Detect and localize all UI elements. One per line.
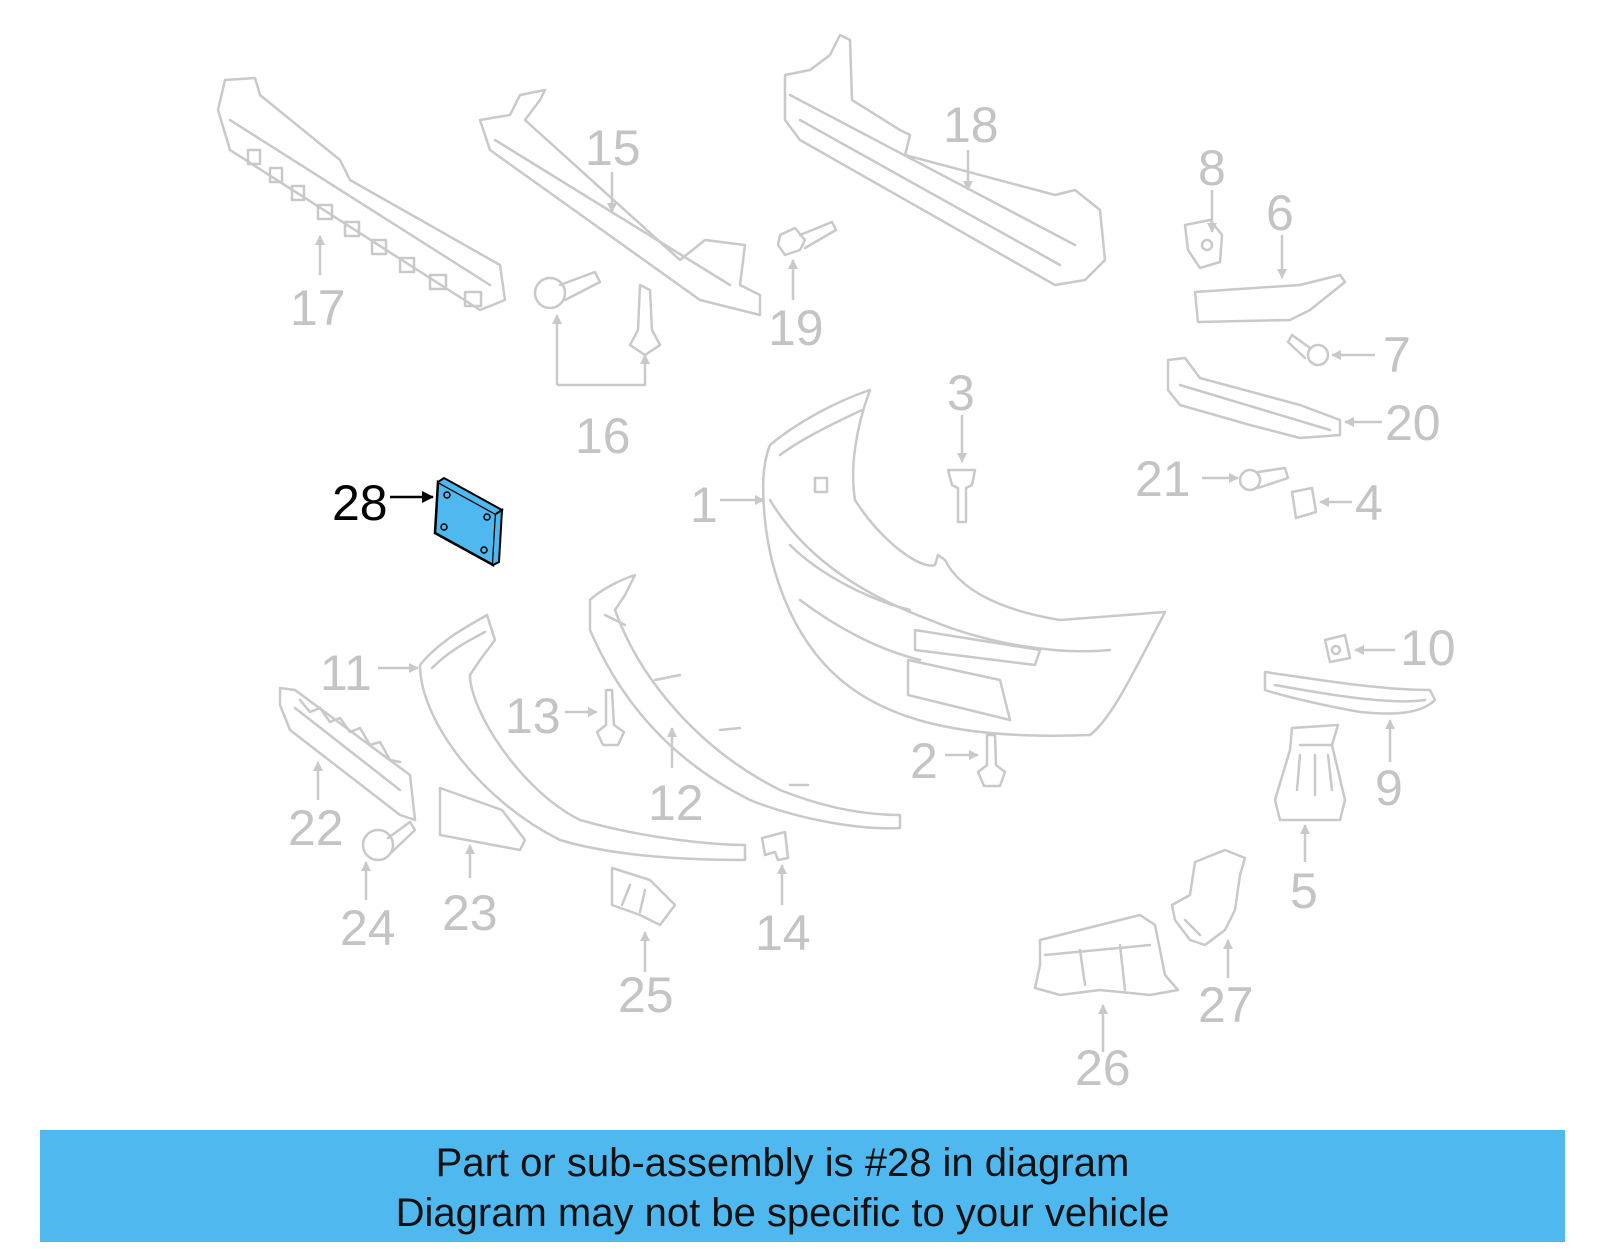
part-12-lower-molding — [588, 573, 902, 830]
caption-line-2: Diagram may not be specific to your vehi… — [395, 1191, 1170, 1235]
callout-18: 18 — [943, 97, 999, 153]
part-14-clip — [760, 830, 790, 862]
part-17-energy-absorber — [216, 76, 507, 312]
part-26-housing — [1033, 913, 1180, 997]
callout-3: 3 — [947, 365, 975, 421]
part-7-screw — [1286, 333, 1330, 367]
callout-5: 5 — [1290, 863, 1318, 919]
part-21-screw — [1238, 466, 1290, 492]
callout-19: 19 — [768, 300, 824, 356]
callout-21: 21 — [1135, 451, 1191, 507]
part-6-bracket — [1193, 273, 1347, 324]
callout-7: 7 — [1383, 327, 1411, 383]
part-23-bracket — [438, 786, 527, 852]
callout-27: 27 — [1198, 977, 1254, 1033]
part-2-pin — [976, 733, 1007, 788]
part-16-fasteners — [533, 270, 662, 357]
callout-6: 6 — [1266, 185, 1294, 241]
callout-10: 10 — [1400, 620, 1456, 676]
callout-24: 24 — [340, 900, 396, 956]
part-10-clip — [1323, 633, 1352, 664]
part-25-bracket — [610, 866, 677, 927]
part-1-bumper-cover — [761, 388, 1167, 737]
caption-banner: Part or sub-assembly is #28 in diagram D… — [40, 1130, 1565, 1242]
part-11-spoiler-strip — [418, 613, 747, 862]
part-3-push-pin — [946, 468, 977, 524]
callout-28: 28 — [332, 475, 388, 531]
part-28-license-plate-bracket — [433, 476, 504, 568]
parts-diagram: 17 15 16 19 18 8 6 — [216, 33, 1456, 1096]
callout-4: 4 — [1355, 475, 1383, 531]
part-20-bracket — [1166, 356, 1342, 440]
part-22-grille — [278, 686, 417, 822]
callout-20: 20 — [1385, 395, 1441, 451]
callout-15: 15 — [585, 120, 641, 176]
callout-11: 11 — [320, 645, 372, 701]
callout-2: 2 — [910, 733, 938, 789]
callout-23: 23 — [442, 885, 498, 941]
part-8-clip — [1183, 218, 1224, 270]
part-19-bolt — [776, 220, 838, 257]
part-13-pin — [595, 688, 626, 747]
callout-12: 12 — [648, 775, 704, 831]
callout-17: 17 — [290, 280, 346, 336]
part-9-trim-strip — [1263, 670, 1437, 715]
part-24-screw — [361, 820, 417, 862]
part-27-bracket — [1170, 848, 1247, 947]
part-5-cover — [1273, 723, 1347, 822]
callout-14: 14 — [755, 905, 811, 961]
caption-line-1: Part or sub-assembly is #28 in diagram — [435, 1141, 1130, 1185]
callout-8: 8 — [1198, 140, 1226, 196]
part-4-clip — [1290, 486, 1318, 520]
callout-26: 26 — [1075, 1040, 1131, 1096]
callout-25: 25 — [618, 967, 674, 1023]
callout-13: 13 — [505, 688, 561, 744]
part-18-reinforcement — [783, 33, 1107, 287]
callout-1: 1 — [690, 477, 718, 533]
callout-16: 16 — [575, 408, 631, 464]
callout-22: 22 — [288, 800, 344, 856]
callout-9: 9 — [1375, 760, 1403, 816]
